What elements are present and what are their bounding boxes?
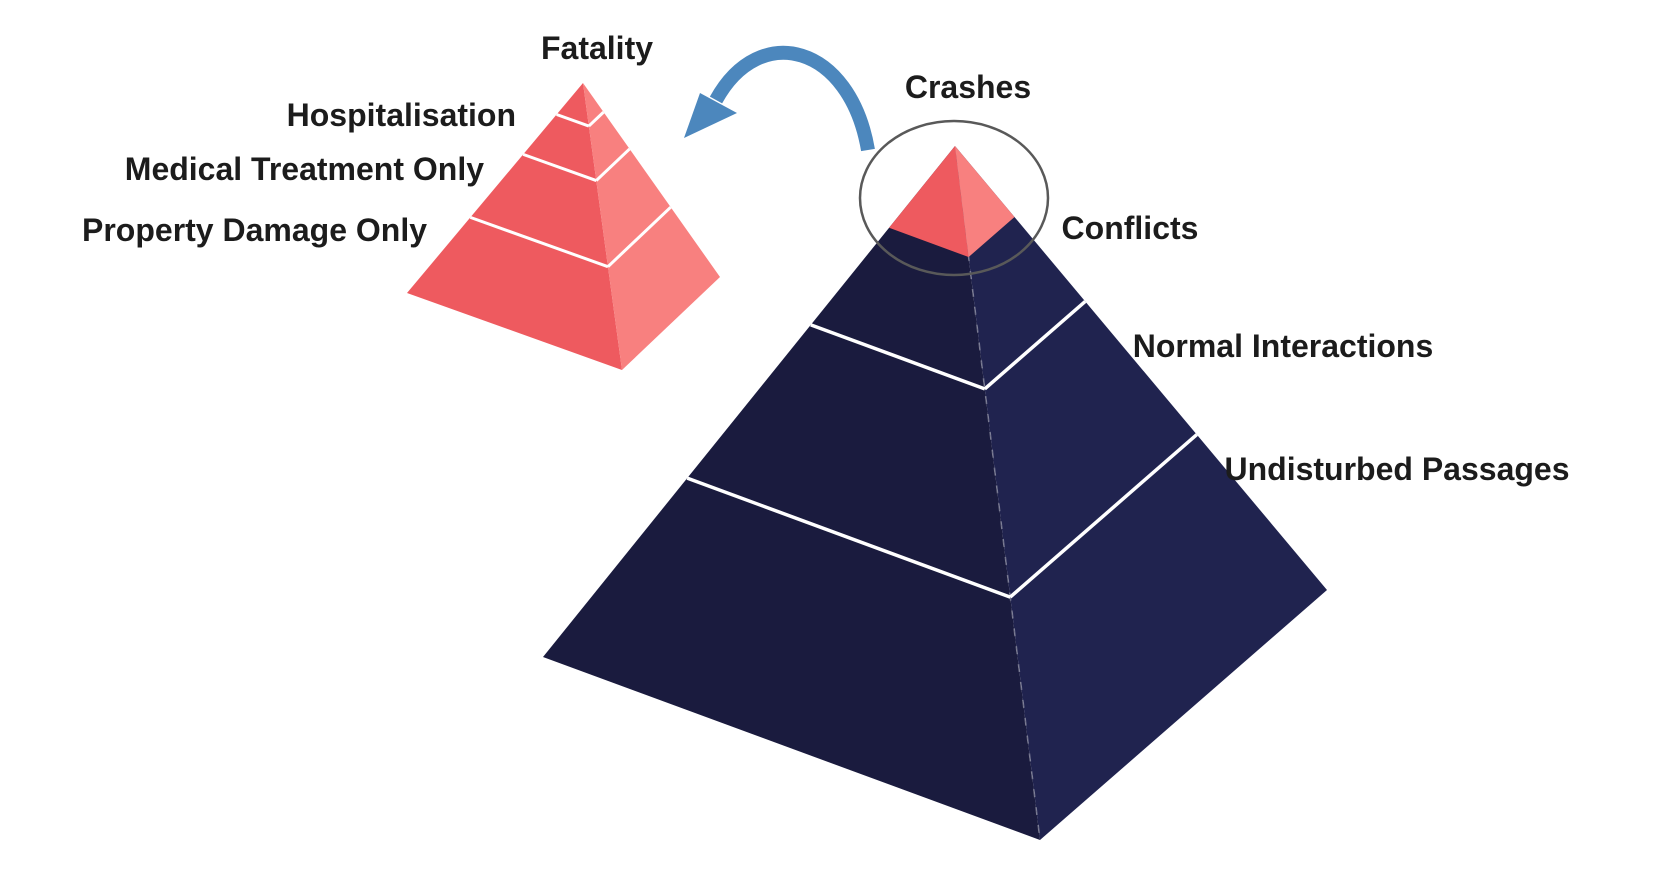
big-pyramid-cap-right-face: [955, 146, 1015, 258]
label-property-damage-only: Property Damage Only: [82, 212, 427, 248]
small-pyramid-tier-line-left-3: [469, 215, 609, 269]
big-pyramid-tier-line-right-2: [1009, 433, 1198, 599]
small-pyramid-tier-line-right-1: [587, 111, 605, 128]
big-pyramid-left-face: [543, 146, 1040, 840]
curved-arrow-shaft: [709, 45, 875, 152]
small-pyramid-tier-line-left-2: [522, 152, 597, 182]
label-hospitalisation: Hospitalisation: [286, 97, 516, 133]
label-medical-treatment-only: Medical Treatment Only: [124, 151, 484, 187]
small-pyramid-left-face: [407, 83, 622, 370]
label-conflicts: Conflicts: [1061, 210, 1199, 246]
small-pyramid-tier-line-right-3: [606, 206, 672, 268]
label-crashes: Crashes: [904, 69, 1032, 105]
label-normal-interactions: Normal Interactions: [1132, 328, 1434, 364]
big-pyramid-right-face: [955, 146, 1327, 840]
label-undisturbed-passages: Undisturbed Passages: [1224, 451, 1570, 487]
curved-arrow-head-icon: [684, 93, 737, 138]
big-pyramid-tier-line-left-2: [686, 476, 1011, 599]
big-pyramid-tier-line-left-1: [810, 323, 986, 391]
label-fatality: Fatality: [540, 30, 654, 66]
crashes-circle-annotation: [858, 119, 1050, 277]
small-pyramid-tier-line-right-2: [595, 147, 631, 182]
big-pyramid-front-edge: [954, 145, 1041, 841]
big-pyramid-cap-left-face: [889, 146, 969, 258]
small-pyramid-tier-line-left-1: [556, 113, 590, 128]
big-pyramid-tier-line-right-1: [983, 300, 1087, 391]
